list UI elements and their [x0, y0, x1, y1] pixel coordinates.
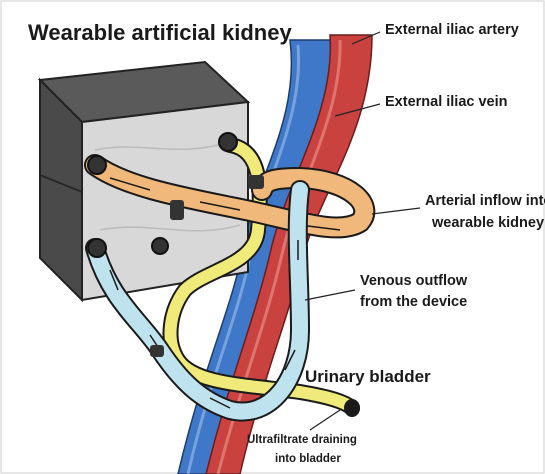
label-urinary-bladder: Urinary bladder [305, 367, 431, 386]
label-ultrafiltrate-line2: into bladder [275, 453, 341, 465]
label-external-iliac-vein: External iliac vein [385, 94, 508, 110]
label-venous-outflow-line2: from the device [360, 294, 467, 310]
label-arterial-inflow-line2: wearable kidney [431, 215, 544, 231]
label-ultrafiltrate-line1: Ultrafiltrate draining [247, 434, 357, 446]
label-venous-outflow-line1: Venous outflow [360, 273, 468, 289]
label-arterial-inflow-line1: Arterial inflow into [425, 193, 545, 209]
label-external-iliac-artery: External iliac artery [385, 22, 519, 38]
bladder-tube-end [344, 399, 360, 417]
diagram-title: Wearable artificial kidney [28, 20, 292, 45]
